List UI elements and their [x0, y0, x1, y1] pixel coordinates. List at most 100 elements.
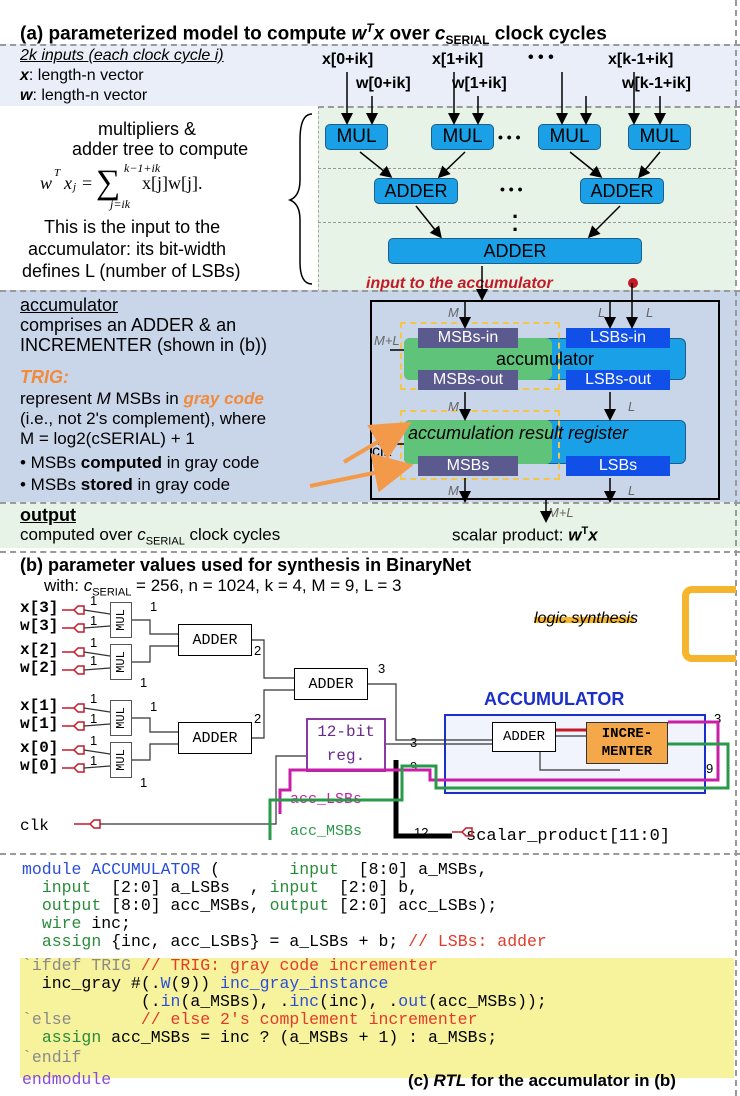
section-a-title: (a) parameterized model to compute wTx o…	[20, 21, 607, 48]
bullet-stored: • MSBs stored in gray code	[20, 475, 231, 494]
code-line-10: assign acc_MSBs = inc ? (a_MSBs + 1) : a…	[41, 1028, 498, 1047]
w1-label: w[1]	[20, 715, 59, 733]
bit-label: 3	[410, 735, 418, 750]
input-to-accumulator: input to the accumulator	[366, 275, 553, 292]
code-line-6: `ifdef TRIG // TRIG: gray code increment…	[22, 956, 438, 975]
lsbs-stored: LSBs	[566, 456, 670, 476]
x2-label: x[2]	[20, 641, 59, 659]
input-ellipsis: • • •	[528, 49, 554, 66]
x-desc: x: length-n vector	[20, 67, 144, 84]
code-line-2: input [2:0] a_LSBs , input [2:0] b,	[41, 878, 419, 897]
w-input-1: w[1+ik]	[452, 75, 507, 92]
adder-l1-1: ADDER	[580, 178, 664, 204]
acc-msbs-label: acc_MSBs	[290, 823, 363, 840]
w-desc: w: length-n vector	[20, 87, 148, 104]
l-label-4: L	[628, 483, 636, 498]
lsbs-out: LSBs-out	[566, 370, 670, 390]
left-desc-2: adder tree to compute	[72, 139, 249, 159]
msbs-in: MSBs-in	[418, 328, 518, 348]
code-line-8: (.in(a_MSBs), .inc(inc), .out(acc_MSBs))…	[22, 992, 547, 1011]
incrementer: INCRE-MENTER	[586, 722, 668, 764]
bullet-computed: • MSBs computed in gray code	[20, 453, 260, 472]
accumulator-title-b: ACCUMULATOR	[484, 689, 625, 709]
input-dot	[628, 278, 638, 288]
left-desc-5: defines L (number of LSBs)	[22, 261, 241, 281]
bit-label: 2	[254, 643, 262, 658]
code-line-4: wire inc;	[41, 914, 131, 933]
msbs-stored: MSBs	[418, 456, 518, 476]
trig-line1: represent M MSBs in gray code	[20, 389, 264, 408]
x-input-1: x[1+ik]	[432, 51, 484, 68]
bit-label: 1	[150, 599, 158, 614]
inputs-desc: 2k inputs (each clock cycle i)	[20, 47, 224, 64]
accumulator-label: accumulator	[496, 349, 595, 369]
lsbs-in: LSBs-in	[566, 328, 670, 348]
mul-gate-0: MUL	[110, 742, 132, 778]
code-line-5: assign {inc, acc_LSBs} = a_LSBs + b; // …	[41, 932, 547, 951]
bit-label: 1	[90, 711, 98, 726]
register-label: accumulation result register	[408, 423, 629, 443]
acc-line1: comprises an ADDER & an	[20, 315, 237, 335]
clk-label-b: clk	[20, 817, 49, 835]
bit-label: 1	[90, 733, 98, 748]
left-desc-3: This is the input to the	[44, 217, 221, 237]
bit-label: 1	[90, 635, 98, 650]
b-adder-bottom: ADDER	[178, 722, 252, 754]
bit-label: 1	[140, 675, 148, 690]
w2-label: w[2]	[20, 659, 59, 677]
w0-label: w[0]	[20, 757, 59, 775]
logic-synthesis-label: logic synthesis	[534, 610, 639, 627]
code-line-3: output [8:0] acc_MSBs, output [2:0] acc_…	[41, 896, 498, 915]
x-input-k1: x[k-1+ik]	[608, 51, 674, 68]
scalar-product-out: scalar_product[11:0]	[466, 827, 671, 846]
code-line-1: module ACCUMULATOR ( input [8:0] a_MSBs,	[22, 860, 488, 879]
adder-ellipsis: • • •	[500, 181, 523, 197]
mul-ellipsis: • • •	[498, 129, 521, 145]
mul-block-1: MUL	[431, 124, 494, 150]
trig-label: TRIG:	[20, 367, 69, 387]
section-b-title: (b) parameter values used for synthesis …	[20, 555, 472, 575]
mul-gate-3: MUL	[110, 602, 132, 638]
code-line-11: `endif	[22, 1048, 82, 1067]
code-highlight	[20, 958, 734, 1078]
x1-label: x[1]	[20, 697, 59, 715]
bit-label: 2	[254, 711, 262, 726]
msbs-out: MSBs-out	[418, 370, 518, 390]
output-band	[0, 502, 740, 548]
logic-synth-bar	[534, 617, 634, 623]
bit-label: 3	[714, 711, 722, 726]
left-desc-4: accumulator: its bit-width	[28, 239, 227, 259]
b-adder-mid: ADDER	[294, 668, 368, 700]
output-desc: computed over cSERIAL clock cycles	[20, 525, 281, 548]
adder-l1-0: ADDER	[374, 178, 458, 204]
acc-outer-frame	[370, 300, 720, 500]
m-label-2: M	[448, 399, 459, 414]
acc-line2: INCREMENTER (shown in (b))	[20, 335, 268, 355]
x-input-0: x[0+ik]	[322, 51, 374, 68]
l-label-3: L	[628, 399, 636, 414]
m-label-3: M	[448, 483, 459, 498]
bit-label: 9	[706, 761, 714, 776]
code-line-7: inc_gray #(.W(9)) inc_gray_instance	[22, 974, 389, 993]
mpl-label-2: M+L	[548, 505, 574, 520]
mpl-label-1: M+L	[374, 333, 400, 348]
trig-line2: (i.e., not 2's complement), where	[20, 409, 267, 428]
bit-label: 1	[150, 699, 158, 714]
mul-gate-2: MUL	[110, 644, 132, 680]
l-label-1: L	[598, 305, 606, 320]
b-adder-top: ADDER	[178, 624, 252, 656]
logic-synth-bracket	[682, 586, 736, 662]
x3-label: x[3]	[20, 599, 59, 617]
left-desc-1: multipliers &	[98, 119, 197, 139]
inputs-band	[0, 44, 740, 106]
output-heading: output	[20, 505, 76, 525]
w-input-k1: w[k-1+ik]	[622, 75, 691, 92]
bit-label: 3	[378, 661, 386, 676]
b-acc-adder: ADDER	[492, 722, 556, 752]
code-line-9: `else // else 2's complement incrementer	[22, 1010, 478, 1029]
bit-label: 1	[90, 653, 98, 668]
bit-label: 1	[140, 775, 148, 790]
